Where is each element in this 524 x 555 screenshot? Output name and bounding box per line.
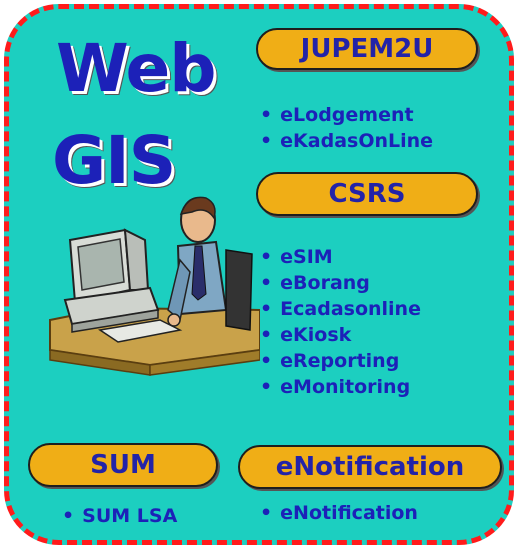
csrs-label: CSRS (328, 179, 406, 209)
sum-label: SUM (90, 450, 156, 480)
enotification-label: eNotification (275, 452, 465, 482)
list-item[interactable]: eReporting (260, 348, 421, 374)
list-item[interactable]: eNotification (260, 500, 418, 526)
sum-list: SUM LSA (62, 503, 177, 529)
jupem2u-list: eLodgement eKadasOnLine (260, 102, 433, 154)
enotification-list: eNotification (260, 500, 418, 526)
person-computer-illustration (49, 196, 260, 376)
list-item[interactable]: eSIM (260, 244, 421, 270)
csrs-button[interactable]: CSRS (256, 172, 478, 216)
jupem2u-button[interactable]: JUPEM2U (256, 28, 478, 70)
list-item[interactable]: Ecadasonline (260, 296, 421, 322)
list-item[interactable]: eLodgement (260, 102, 433, 128)
title-web: Web (56, 30, 216, 107)
sum-button[interactable]: SUM (28, 443, 218, 487)
jupem2u-label: JUPEM2U (300, 34, 434, 64)
list-item[interactable]: eMonitoring (260, 374, 421, 400)
enotification-button[interactable]: eNotification (238, 445, 502, 489)
list-item[interactable]: eKadasOnLine (260, 128, 433, 154)
title-gis: GIS (52, 122, 176, 199)
list-item[interactable]: eBorang (260, 270, 421, 296)
list-item[interactable]: SUM LSA (62, 503, 177, 529)
list-item[interactable]: eKiosk (260, 322, 421, 348)
csrs-list: eSIM eBorang Ecadasonline eKiosk eReport… (260, 244, 421, 400)
